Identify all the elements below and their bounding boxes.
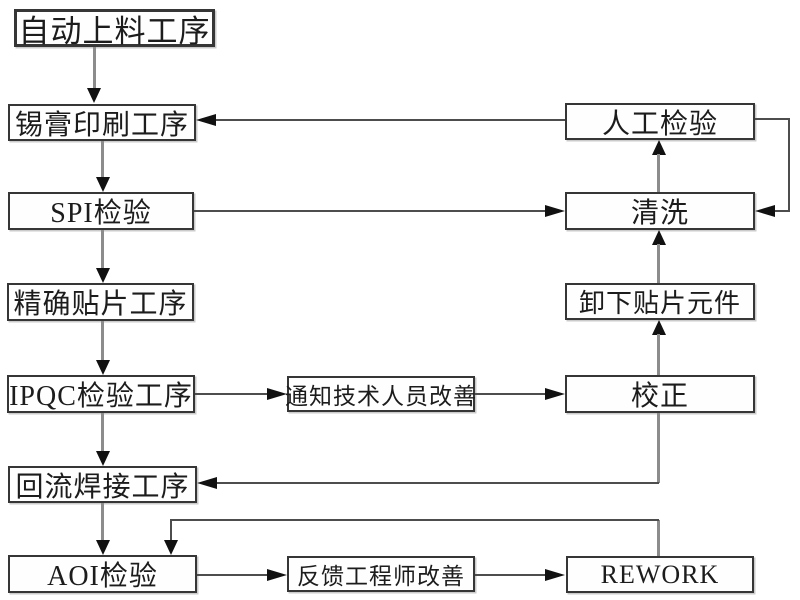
edge-ipqc-to-reflow-arrowhead [96, 451, 110, 466]
edge-rework-to-aoi-arrowhead [164, 540, 178, 555]
edge-spi-to-placement-segment [101, 230, 104, 269]
edge-calibration-to-reflow-segment-across [217, 482, 659, 484]
edge-calibration-to-remove-arrowhead [652, 320, 666, 335]
node-rework-label: REWORK [600, 559, 720, 589]
node-precise-placement: 精确贴片工序 [7, 283, 194, 321]
node-auto-loading: 自动上料工序 [14, 9, 215, 49]
edge-auto-to-print-arrowhead [87, 88, 101, 103]
node-ipqc-inspection: IPQC检验工序 [7, 375, 195, 413]
node-rework: REWORK [566, 556, 754, 593]
edge-feedback-to-rework-arrowhead [545, 569, 565, 581]
edge-ipqc-to-notify-arrowhead [267, 388, 287, 400]
edge-ipqc-to-reflow-segment [101, 413, 104, 452]
node-remove-components-label: 卸下贴片元件 [578, 289, 741, 318]
edge-placement-to-ipqc-segment [101, 321, 104, 361]
edge-reflow-to-aoi-arrowhead [96, 540, 110, 555]
edge-feedback-to-rework-segment [475, 574, 547, 576]
edge-notify-to-calibration-segment [475, 393, 547, 395]
node-solder-paste-printing-label: 锡膏印刷工序 [14, 109, 189, 141]
node-manual-inspection: 人工检验 [565, 103, 755, 140]
edge-calibration-to-remove-segment [657, 334, 660, 375]
node-cleaning-label: 清洗 [630, 198, 689, 229]
edge-ipqc-to-notify-segment [195, 393, 269, 395]
edge-calibration-to-reflow-arrowhead [197, 477, 217, 489]
node-auto-loading-label: 自动上料工序 [18, 13, 211, 49]
edge-spi-to-cleaning-arrowhead [545, 205, 565, 217]
node-feedback-engineer: 反馈工程师改善 [287, 556, 475, 592]
node-solder-paste-printing: 锡膏印刷工序 [8, 104, 196, 141]
node-spi-inspection: SPI检验 [8, 192, 194, 230]
node-calibration: 校正 [565, 375, 755, 413]
edge-manual-to-cleaning-arrowhead [755, 205, 775, 217]
edge-manual-to-cleaning-segment-top [755, 118, 790, 120]
node-notify-technician-label: 通知技术人员改善 [285, 384, 477, 409]
edge-rework-to-aoi-segment-up [657, 520, 660, 556]
edge-manual-to-cleaning-segment-side [788, 118, 790, 211]
edge-manual-to-cleaning-segment-bottom [773, 210, 790, 212]
edge-remove-to-cleaning-segment [657, 244, 660, 283]
node-calibration-label: 校正 [630, 381, 689, 412]
edge-aoi-to-feedback-arrowhead [267, 569, 287, 581]
edge-manual-to-print-arrowhead [196, 114, 216, 126]
node-aoi-inspection-label: AOI检验 [47, 561, 158, 592]
edge-auto-to-print-segment [93, 47, 96, 89]
node-reflow-soldering-label: 回流焊接工序 [15, 471, 190, 503]
node-notify-technician: 通知技术人员改善 [285, 376, 477, 412]
node-ipqc-inspection-label: IPQC检验工序 [9, 381, 193, 412]
node-remove-components: 卸下贴片元件 [565, 283, 755, 320]
edge-cleaning-to-manual-segment [657, 154, 660, 192]
node-feedback-engineer-label: 反馈工程师改善 [297, 564, 465, 589]
edge-print-to-spi-arrowhead [96, 177, 110, 192]
node-reflow-soldering: 回流焊接工序 [8, 466, 197, 503]
node-cleaning: 清洗 [565, 192, 755, 230]
node-spi-inspection-label: SPI检验 [50, 198, 152, 229]
edge-spi-to-placement-arrowhead [96, 268, 110, 283]
node-aoi-inspection: AOI检验 [8, 555, 197, 593]
node-manual-inspection-label: 人工检验 [601, 108, 718, 140]
edge-placement-to-ipqc-arrowhead [96, 360, 110, 375]
edge-aoi-to-feedback-segment [197, 574, 269, 576]
edge-manual-to-print-segment [216, 119, 565, 121]
edge-reflow-to-aoi-segment [101, 503, 104, 541]
edge-cleaning-to-manual-arrowhead [652, 140, 666, 155]
edge-print-to-spi-segment [101, 141, 104, 178]
edge-spi-to-cleaning-segment [194, 210, 546, 212]
edge-calibration-to-reflow-segment-down [657, 413, 660, 483]
edge-remove-to-cleaning-arrowhead [652, 230, 666, 245]
edge-rework-to-aoi-segment-across [170, 519, 659, 521]
edge-rework-to-aoi-segment-down [170, 519, 172, 542]
edge-notify-to-calibration-arrowhead [545, 388, 565, 400]
node-precise-placement-label: 精确贴片工序 [13, 289, 188, 320]
